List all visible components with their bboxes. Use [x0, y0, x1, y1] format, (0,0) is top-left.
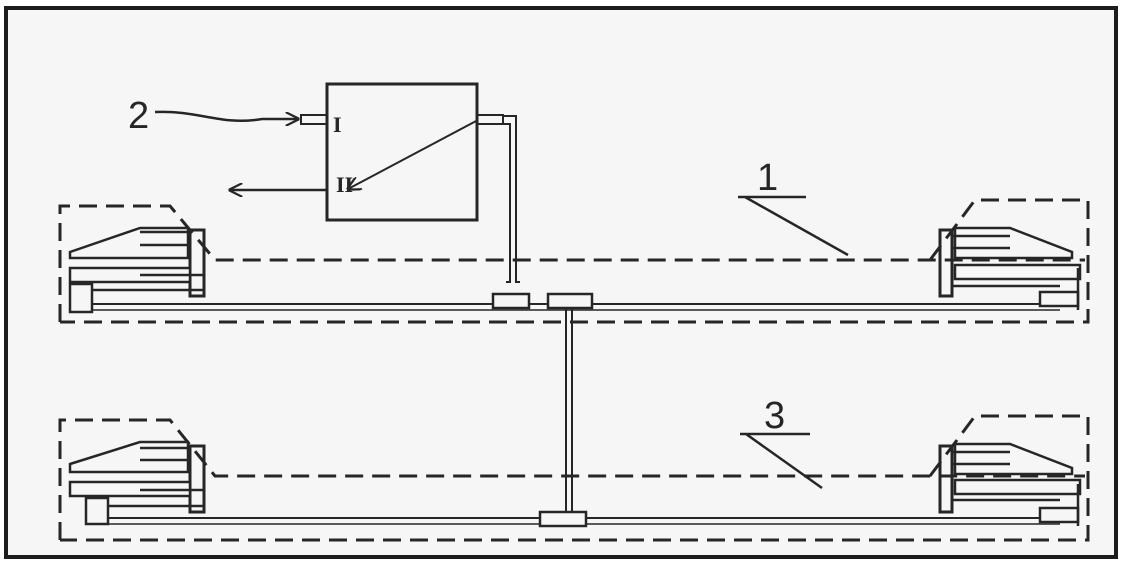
- feed-pipe: [503, 115, 520, 283]
- callout-2-label: 2: [128, 95, 149, 137]
- upper-assembly: [58, 198, 1090, 324]
- lower-left-actuator: [68, 440, 206, 526]
- upper-right-actuator: [938, 226, 1082, 310]
- upper-left-actuator: [68, 226, 206, 314]
- callout-3-label: 3: [764, 395, 785, 437]
- callout-1-label: 1: [757, 157, 778, 199]
- lower-assembly: [58, 414, 1090, 542]
- port-out-label: II: [336, 172, 353, 197]
- control-unit: I II: [300, 82, 504, 222]
- callout-1-leader: [738, 195, 849, 257]
- cross-pipe: [565, 320, 573, 500]
- port-in-label: I: [333, 112, 342, 137]
- callout-3-leader: [740, 432, 823, 490]
- lower-right-actuator: [938, 442, 1082, 526]
- input-arrow: [154, 110, 298, 121]
